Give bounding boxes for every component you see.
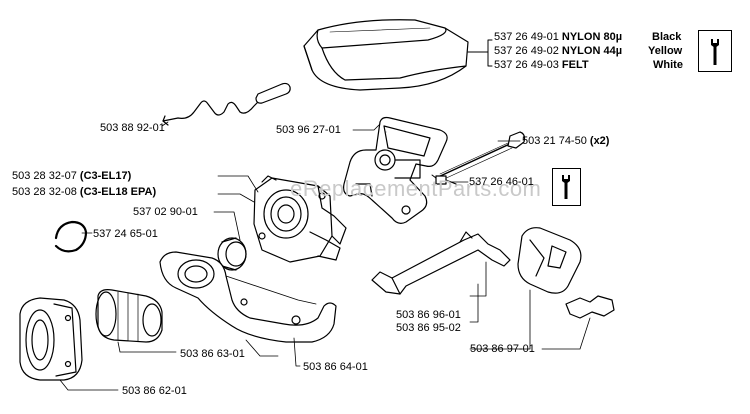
air-filter-color-2: Yellow xyxy=(648,45,683,57)
material-name: NYLON 44µ xyxy=(561,45,623,57)
part-number: 503 28 32-08 xyxy=(12,186,77,198)
carburetor-bracket-drawing xyxy=(343,116,448,224)
part-number: 537 26 49-02 xyxy=(494,45,559,57)
choke-housing-drawing xyxy=(517,227,582,294)
label-503-28-32-07: 503 28 32-07 (C3-EL17) xyxy=(12,170,131,183)
label-503-86-95-02: 503 86 95-02 xyxy=(396,322,461,334)
wrench-icon xyxy=(711,39,719,65)
part-number: 537 26 49-03 xyxy=(494,59,559,71)
label-503-21-74-50: 503 21 74-50 (x2) xyxy=(522,135,609,148)
carburetor-drawing xyxy=(253,175,347,263)
intake-manifold-drawing xyxy=(159,251,337,343)
retaining-clip-drawing xyxy=(565,295,615,319)
material-name: NYLON 80µ xyxy=(561,31,623,43)
air-filter-color-1: Black xyxy=(652,31,682,43)
intake-flange-drawing xyxy=(19,297,83,381)
air-filter-drawing xyxy=(303,19,469,91)
wrench-icon xyxy=(562,175,570,199)
label-503-88-92-01: 503 88 92-01 xyxy=(100,122,165,134)
intake-boot-drawing xyxy=(95,289,163,343)
label-503-86-96-01: 503 86 96-01 xyxy=(396,309,461,321)
circlip-drawing xyxy=(54,220,88,253)
intake-seal-drawing xyxy=(217,237,247,271)
material-name: FELT xyxy=(561,59,589,71)
label-503-96-27-01: 503 96 27-01 xyxy=(276,124,341,136)
air-filter-part-3: 537 26 49-03 FELT xyxy=(494,59,589,72)
label-503-86-62-01: 503 86 62-01 xyxy=(122,385,187,397)
air-filter-part-1: 537 26 49-01 NYLON 80µ xyxy=(494,31,622,44)
watermark: eReplacementParts.com xyxy=(290,176,542,201)
service-tool-box xyxy=(698,30,732,72)
part-number: 503 21 74-50 xyxy=(522,135,587,147)
air-filter-color-3: White xyxy=(653,59,683,71)
throttle-spring-drawing xyxy=(162,82,291,126)
air-filter-part-2: 537 26 49-02 NYLON 44µ xyxy=(494,45,622,58)
label-503-86-63-01: 503 86 63-01 xyxy=(180,348,245,360)
quantity: (x2) xyxy=(589,135,610,147)
label-537-26-46-01: 537 26 46-01 xyxy=(469,176,534,188)
throttle-rod-drawing xyxy=(371,231,511,295)
label-503-28-32-08: 503 28 32-08 (C3-EL18 EPA) xyxy=(12,186,156,199)
label-537-24-65-01: 537 24 65-01 xyxy=(93,228,158,240)
model-code: (C3-EL17) xyxy=(79,170,132,182)
model-code: (C3-EL18 EPA) xyxy=(79,186,157,198)
label-537-02-90-01: 537 02 90-01 xyxy=(133,206,198,218)
label-503-86-97-01: 503 86 97-01 xyxy=(470,343,535,355)
label-503-86-64-01: 503 86 64-01 xyxy=(303,361,368,373)
service-tool-box xyxy=(552,168,581,206)
part-number: 503 28 32-07 xyxy=(12,170,77,182)
part-number: 537 26 49-01 xyxy=(494,31,559,43)
